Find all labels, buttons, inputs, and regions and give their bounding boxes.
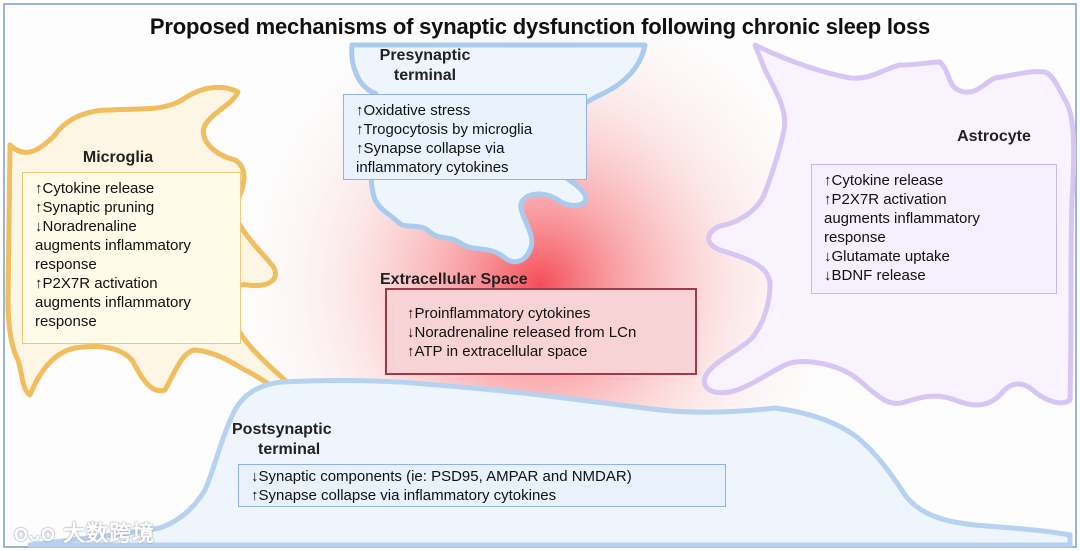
astrocyte-line: ↓BDNF release <box>824 267 926 284</box>
postsynaptic-line: ↑Synapse collapse via inflammatory cytok… <box>251 487 557 504</box>
astrocyte-line: ↑Cytokine release <box>824 172 944 189</box>
astrocyte-line: ↓Glutamate uptake <box>824 248 950 265</box>
presynaptic-label-line: Presynaptic <box>379 47 471 64</box>
postsynaptic-label: Postsynaptic terminal <box>232 420 342 460</box>
presynaptic-line: inflammatory cytokines <box>356 159 509 176</box>
microglia-line: augments inflammatory <box>35 294 191 311</box>
presynaptic-box: ↑Oxidative stress ↑Trogocytosis by micro… <box>343 94 587 180</box>
postsynaptic-label-line: Postsynaptic <box>232 421 332 438</box>
presynaptic-label: Presynaptic terminal <box>360 46 490 86</box>
extracellular-line: ↓Noradrenaline released from LCn <box>407 324 637 341</box>
extracellular-box: ↑Proinflammatory cytokines ↓Noradrenalin… <box>385 288 697 375</box>
presynaptic-line: ↑Trogocytosis by microglia <box>356 121 533 138</box>
presynaptic-label-line: terminal <box>393 67 457 84</box>
microglia-line: response <box>35 256 97 273</box>
astrocyte-line: response <box>824 229 886 246</box>
astrocyte-label: Astrocyte <box>957 128 1031 145</box>
extracellular-line: ↑ATP in extracellular space <box>407 343 588 360</box>
microglia-line: ↑Synaptic pruning <box>35 199 155 216</box>
microglia-line: augments inflammatory <box>35 237 191 254</box>
watermark-logo: ʘᴗʘ 大数跨境 <box>14 516 155 548</box>
microglia-box: ↑Cytokine release ↑Synaptic pruning ↓Nor… <box>22 172 241 344</box>
microglia-label: Microglia <box>82 149 154 166</box>
postsynaptic-box: ↓Synaptic components (ie: PSD95, AMPAR a… <box>238 464 726 507</box>
microglia-line: ↑Cytokine release <box>35 180 155 197</box>
postsynaptic-line: ↓Synaptic components (ie: PSD95, AMPAR a… <box>251 468 632 485</box>
watermark-icon: ʘᴗʘ <box>14 525 56 545</box>
microglia-line: response <box>35 313 97 330</box>
diagram-title: Proposed mechanisms of synaptic dysfunct… <box>149 14 931 39</box>
watermark-text: 大数跨境 <box>63 521 156 546</box>
astrocyte-line: ↑P2X7R activation <box>824 191 947 208</box>
astrocyte-line: augments inflammatory <box>824 210 980 227</box>
postsynaptic-label-line: terminal <box>258 441 321 458</box>
microglia-line: ↑P2X7R activation <box>35 275 158 292</box>
astrocyte-box: ↑Cytokine release ↑P2X7R activation augm… <box>811 164 1057 294</box>
extracellular-line: ↑Proinflammatory cytokines <box>407 305 591 322</box>
extracellular-label: Extracellular Space <box>380 271 528 288</box>
presynaptic-line: ↑Synapse collapse via <box>356 140 505 157</box>
microglia-line: ↓Noradrenaline <box>35 218 137 235</box>
presynaptic-line: ↑Oxidative stress <box>356 102 471 119</box>
